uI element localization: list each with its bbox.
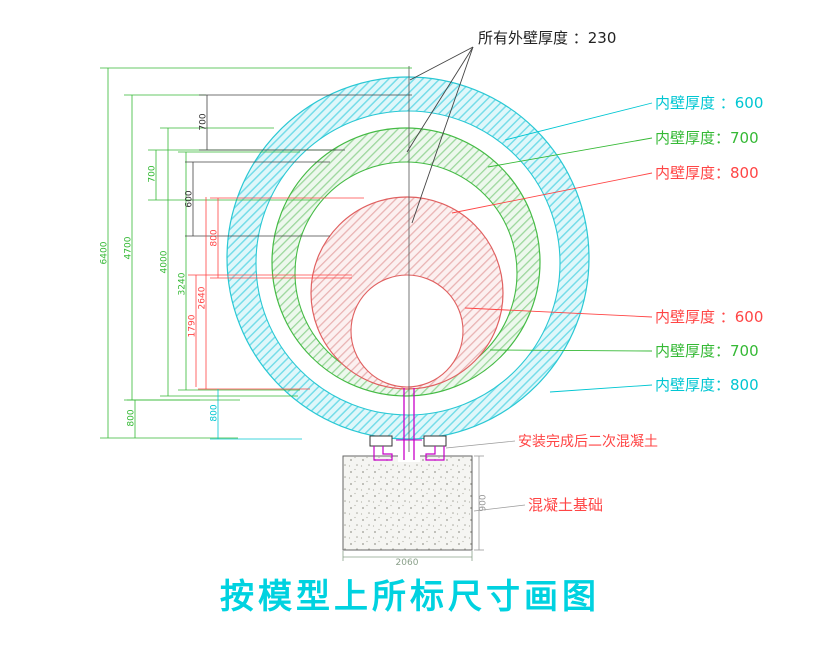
angle-bracket-right bbox=[425, 446, 445, 461]
label-inner-800-bottom: 内壁厚度：800 bbox=[655, 376, 759, 394]
dim-1790 bbox=[188, 274, 352, 387]
dim-2640-text: 2640 bbox=[198, 286, 208, 309]
leader-foundation-label bbox=[473, 504, 526, 512]
dim-2640 bbox=[198, 197, 310, 390]
callout-leader-3 bbox=[411, 46, 474, 224]
concrete-notes: 安装完成后二次混凝土 混凝土基础 bbox=[445, 434, 658, 514]
right-labels-top: 内壁厚度 ：600 内壁厚度：700 内壁厚度：800 bbox=[451, 94, 763, 214]
label-inner-700-top: 内壁厚度：700 bbox=[655, 129, 759, 147]
foundation-label: 混凝土基础 bbox=[528, 496, 603, 514]
label-inner-600-bottom: 内壁厚度 ：600 bbox=[655, 308, 763, 326]
secondary-concrete-note: 安装完成后二次混凝土 bbox=[518, 434, 658, 450]
dim-800-red bbox=[210, 197, 364, 279]
leader-bottom-800 bbox=[549, 384, 653, 393]
callout-leader-2 bbox=[406, 46, 474, 153]
foundation-pipe-notch bbox=[398, 452, 420, 462]
dim-1790-text: 1790 bbox=[188, 314, 198, 337]
label-inner-800-top: 内壁厚度：800 bbox=[655, 164, 759, 182]
dim-foundation-height-text: 900 bbox=[479, 494, 489, 511]
dim-foundation-height bbox=[474, 455, 484, 551]
leader-top-700 bbox=[487, 137, 653, 168]
top-wall-thickness-callout: 所有外壁厚度 ：230 bbox=[406, 29, 616, 224]
dim-800-red-text: 800 bbox=[210, 229, 220, 246]
dim-600-black-text: 600 bbox=[185, 190, 195, 207]
dim-800-cyan bbox=[210, 389, 302, 440]
left-dimension-chains: 6400 4700 800 700 4000 bbox=[100, 67, 412, 440]
dim-6400-text: 6400 bbox=[100, 241, 110, 264]
dim-800-green bbox=[127, 399, 200, 438]
dim-3240 bbox=[178, 151, 300, 391]
inner-shell-circle-red bbox=[350, 274, 464, 388]
dim-800-cyan-text: 800 bbox=[210, 404, 220, 421]
anchor-detail bbox=[369, 388, 447, 461]
leader-bottom-700 bbox=[489, 349, 653, 352]
right-labels-bottom: 内壁厚度 ：600 内壁厚度：700 内壁厚度：800 bbox=[464, 307, 763, 394]
dim-700-green-text: 700 bbox=[148, 165, 158, 182]
dim-700-black-text: 700 bbox=[199, 113, 209, 130]
leader-bottom-600 bbox=[464, 307, 653, 318]
angle-bracket-left bbox=[373, 446, 393, 461]
dim-4000 bbox=[160, 127, 298, 397]
dim-3240-text: 3240 bbox=[178, 272, 188, 295]
dim-4700-text: 4700 bbox=[124, 236, 134, 259]
tank-rings bbox=[226, 76, 590, 440]
title-text: 按模型上所标尺寸画图 bbox=[220, 577, 600, 617]
foundation: 2060 900 bbox=[342, 452, 489, 568]
dim-4000-text: 4000 bbox=[160, 250, 170, 273]
dim-foundation-width-text: 2060 bbox=[396, 558, 419, 568]
callout-leader-1 bbox=[409, 46, 474, 81]
outer-wall-note: 所有外壁厚度 ：230 bbox=[478, 29, 616, 47]
leader-top-800 bbox=[451, 172, 653, 214]
embed-plate-right bbox=[423, 435, 447, 447]
dim-foundation-width bbox=[342, 551, 473, 561]
leader-top-600 bbox=[504, 102, 653, 141]
dim-6400 bbox=[100, 67, 412, 439]
label-inner-600-top: 内壁厚度 ：600 bbox=[655, 94, 763, 112]
leader-secondary-concrete bbox=[445, 440, 516, 449]
dim-700-black bbox=[199, 94, 412, 151]
dim-800-green-text: 800 bbox=[127, 409, 137, 426]
dim-4700 bbox=[124, 94, 240, 401]
drawing-title: 按模型上所标尺寸画图 bbox=[220, 577, 600, 617]
dim-600-black bbox=[185, 161, 330, 237]
label-inner-700-bottom: 内壁厚度：700 bbox=[655, 342, 759, 360]
embed-plate-left bbox=[369, 435, 393, 447]
foundation-block bbox=[342, 455, 473, 551]
